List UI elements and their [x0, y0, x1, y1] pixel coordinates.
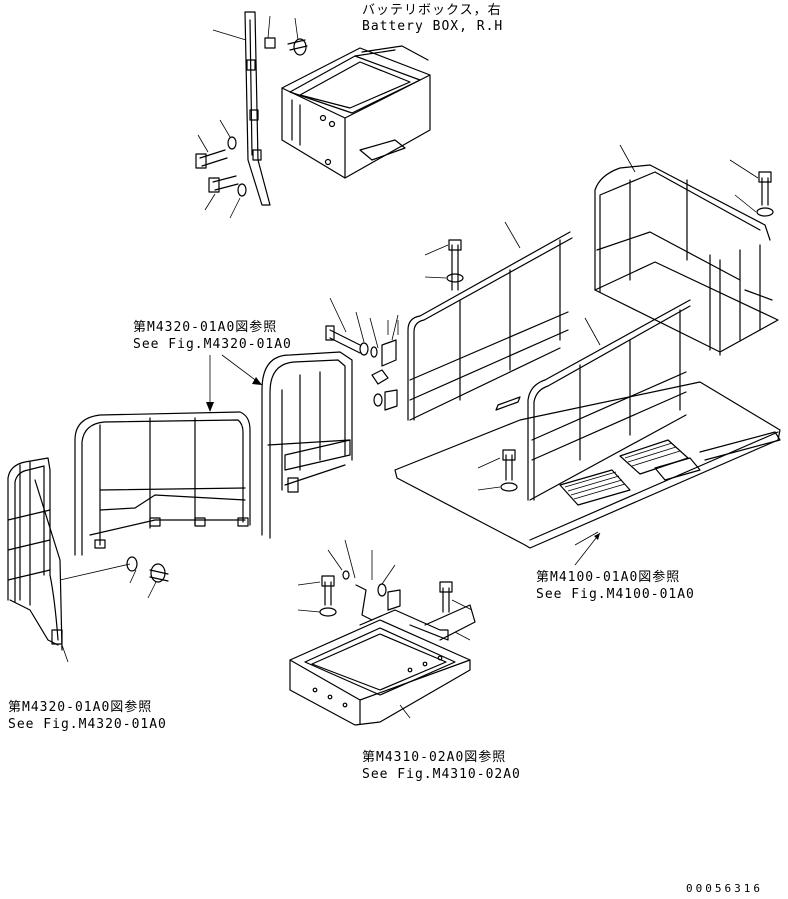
platform-floor-assembly — [394, 144, 781, 549]
battery-box-bottom — [289, 539, 476, 726]
railing-back-right — [594, 164, 779, 356]
handrail-middle — [261, 351, 353, 539]
drawing-number: 00056316 — [686, 882, 763, 895]
ref-m4320-bottom-en: See Fig.M4320-01A0 — [8, 717, 167, 732]
ref-m4320-top-en: See Fig.M4320-01A0 — [133, 337, 292, 352]
ref-m4310-jp: 第M4310-02A0図参照 — [362, 749, 506, 765]
battery-box-label-jp: バッテリボックス，右 — [362, 3, 502, 18]
railing-front — [527, 299, 691, 501]
railing-back-left — [407, 231, 573, 421]
railing-left-corner — [74, 411, 251, 556]
battery-box-assembly — [195, 11, 431, 219]
reference-arrows — [206, 354, 601, 566]
ref-m4100-jp: 第M4100-01A0図参照 — [536, 569, 680, 585]
floor-grating — [495, 396, 701, 506]
ref-m4100-en: See Fig.M4100-01A0 — [536, 587, 695, 602]
ref-m4310-en: See Fig.M4310-02A0 — [362, 767, 521, 782]
ref-m4320-bottom-jp: 第M4320-01A0図参照 — [8, 699, 152, 715]
battery-box-label-en: Battery BOX, R.H — [362, 19, 503, 34]
fasteners-center — [325, 297, 399, 411]
ref-m4320-top-jp: 第M4320-01A0図参照 — [133, 319, 277, 335]
ladder-rail-far-left — [7, 457, 169, 663]
